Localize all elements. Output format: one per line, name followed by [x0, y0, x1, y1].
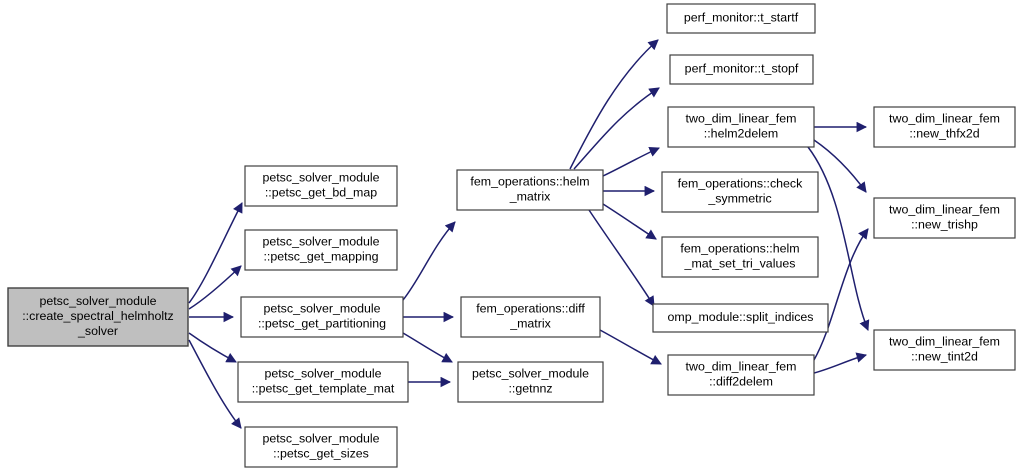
node-label-check_symmetric: fem_operations::check_symmetric: [678, 177, 803, 206]
node-petsc_get_mapping[interactable]: petsc_solver_module::petsc_get_mapping: [244, 229, 398, 271]
call-edge-helm_matrix-to-helm_mat_set_tri_values: [602, 203, 657, 240]
node-layer: petsc_solver_module::create_spectral_hel…: [7, 3, 1016, 468]
node-petsc_get_sizes[interactable]: petsc_solver_module::petsc_get_sizes: [244, 426, 398, 468]
node-petsc_get_bd_map[interactable]: petsc_solver_module::petsc_get_bd_map: [244, 165, 398, 207]
call-edge-helm_matrix-to-t_stopf: [573, 87, 660, 170]
node-label-helm2delem: two_dim_linear_fem::helm2delem: [686, 112, 797, 141]
node-label-helm_matrix: fem_operations::helm_matrix: [470, 175, 589, 204]
node-label-diff2delem: two_dim_linear_fem::diff2delem: [686, 360, 797, 389]
node-box-diff_matrix[interactable]: [460, 296, 601, 338]
call-edge-diff2delem-to-new_trishp: [813, 228, 869, 361]
node-box-helm_matrix[interactable]: [456, 169, 604, 211]
call-edge-helm_matrix-to-helm2delem: [602, 147, 660, 177]
node-box-new_thfx2d[interactable]: [873, 106, 1016, 148]
call-edge-helm_matrix-to-t_startf: [569, 39, 659, 170]
node-box-check_symmetric[interactable]: [661, 171, 819, 213]
node-box-t_startf[interactable]: [666, 3, 816, 34]
call-edge-helm2delem-to-new_trishp: [813, 139, 867, 193]
node-label-new_tint2d: two_dim_linear_fem::new_tint2d: [889, 335, 1000, 364]
call-edge-root-to-petsc_get_sizes: [188, 339, 242, 429]
node-box-helm2delem[interactable]: [667, 106, 815, 148]
node-diff_matrix[interactable]: fem_operations::diff_matrix: [460, 296, 601, 338]
node-box-diff2delem[interactable]: [667, 354, 815, 396]
call-edge-root-to-petsc_get_template_mat: [188, 332, 237, 363]
node-label-helm_mat_set_tri_values: fem_operations::helm_mat_set_tri_values: [680, 242, 799, 271]
call-edge-diff2delem-to-new_tint2d: [813, 352, 868, 374]
node-label-t_startf: perf_monitor::t_startf: [684, 11, 799, 25]
node-label-diff_matrix: fem_operations::diff_matrix: [476, 302, 585, 331]
node-diff2delem[interactable]: two_dim_linear_fem::diff2delem: [667, 354, 815, 396]
node-box-t_stopf[interactable]: [669, 54, 814, 85]
node-t_startf[interactable]: perf_monitor::t_startf: [666, 3, 816, 34]
node-box-petsc_get_mapping[interactable]: [244, 229, 398, 271]
node-box-getnnz[interactable]: [457, 361, 604, 403]
node-helm2delem[interactable]: two_dim_linear_fem::helm2delem: [667, 106, 815, 148]
node-split_indices[interactable]: omp_module::split_indices: [652, 303, 829, 333]
node-label-new_thfx2d: two_dim_linear_fem::new_thfx2d: [889, 112, 1000, 141]
call-edge-petsc_get_partitioning-to-helm_matrix: [402, 221, 456, 301]
node-label-petsc_get_mapping: petsc_solver_module::petsc_get_mapping: [262, 235, 379, 264]
node-box-helm_mat_set_tri_values[interactable]: [661, 236, 819, 278]
node-new_thfx2d[interactable]: two_dim_linear_fem::new_thfx2d: [873, 106, 1016, 148]
node-label-getnnz: petsc_solver_module::getnnz: [472, 367, 589, 396]
node-box-new_trishp[interactable]: [873, 197, 1016, 239]
node-box-petsc_get_template_mat[interactable]: [237, 361, 409, 403]
call-edge-helm_matrix-to-split_indices: [588, 209, 655, 307]
node-new_tint2d[interactable]: two_dim_linear_fem::new_tint2d: [873, 329, 1016, 371]
call-edge-root-to-petsc_get_bd_map: [188, 202, 243, 304]
node-box-root[interactable]: [7, 287, 189, 347]
node-label-petsc_get_template_mat: petsc_solver_module::petsc_get_template_…: [252, 367, 395, 396]
node-label-new_trishp: two_dim_linear_fem::new_trishp: [889, 203, 1000, 232]
node-label-root: petsc_solver_module::create_spectral_hel…: [22, 294, 174, 338]
node-box-petsc_get_partitioning[interactable]: [240, 296, 404, 338]
node-box-petsc_get_sizes[interactable]: [244, 426, 398, 468]
call-edge-helm2delem-to-new_tint2d: [807, 146, 870, 331]
node-label-petsc_get_partitioning: petsc_solver_module::petsc_get_partition…: [258, 302, 386, 331]
node-helm_mat_set_tri_values[interactable]: fem_operations::helm_mat_set_tri_values: [661, 236, 819, 278]
node-label-petsc_get_sizes: petsc_solver_module::petsc_get_sizes: [262, 432, 379, 461]
node-label-split_indices: omp_module::split_indices: [667, 310, 813, 324]
node-t_stopf[interactable]: perf_monitor::t_stopf: [669, 54, 814, 85]
node-box-split_indices[interactable]: [652, 303, 829, 333]
node-box-new_tint2d[interactable]: [873, 329, 1016, 371]
node-getnnz[interactable]: petsc_solver_module::getnnz: [457, 361, 604, 403]
node-petsc_get_partitioning[interactable]: petsc_solver_module::petsc_get_partition…: [240, 296, 404, 338]
edge-layer: [188, 39, 870, 429]
node-label-t_stopf: perf_monitor::t_stopf: [685, 62, 799, 76]
call-edge-root-to-petsc_get_mapping: [188, 265, 242, 310]
call-edge-petsc_get_partitioning-to-getnnz: [402, 332, 453, 363]
node-helm_matrix[interactable]: fem_operations::helm_matrix: [456, 169, 604, 211]
node-new_trishp[interactable]: two_dim_linear_fem::new_trishp: [873, 197, 1016, 239]
node-check_symmetric[interactable]: fem_operations::check_symmetric: [661, 171, 819, 213]
node-root[interactable]: petsc_solver_module::create_spectral_hel…: [7, 287, 189, 347]
node-box-petsc_get_bd_map[interactable]: [244, 165, 398, 207]
node-label-petsc_get_bd_map: petsc_solver_module::petsc_get_bd_map: [262, 171, 379, 200]
node-petsc_get_template_mat[interactable]: petsc_solver_module::petsc_get_template_…: [237, 361, 409, 403]
call-edge-diff_matrix-to-diff2delem: [599, 329, 662, 365]
